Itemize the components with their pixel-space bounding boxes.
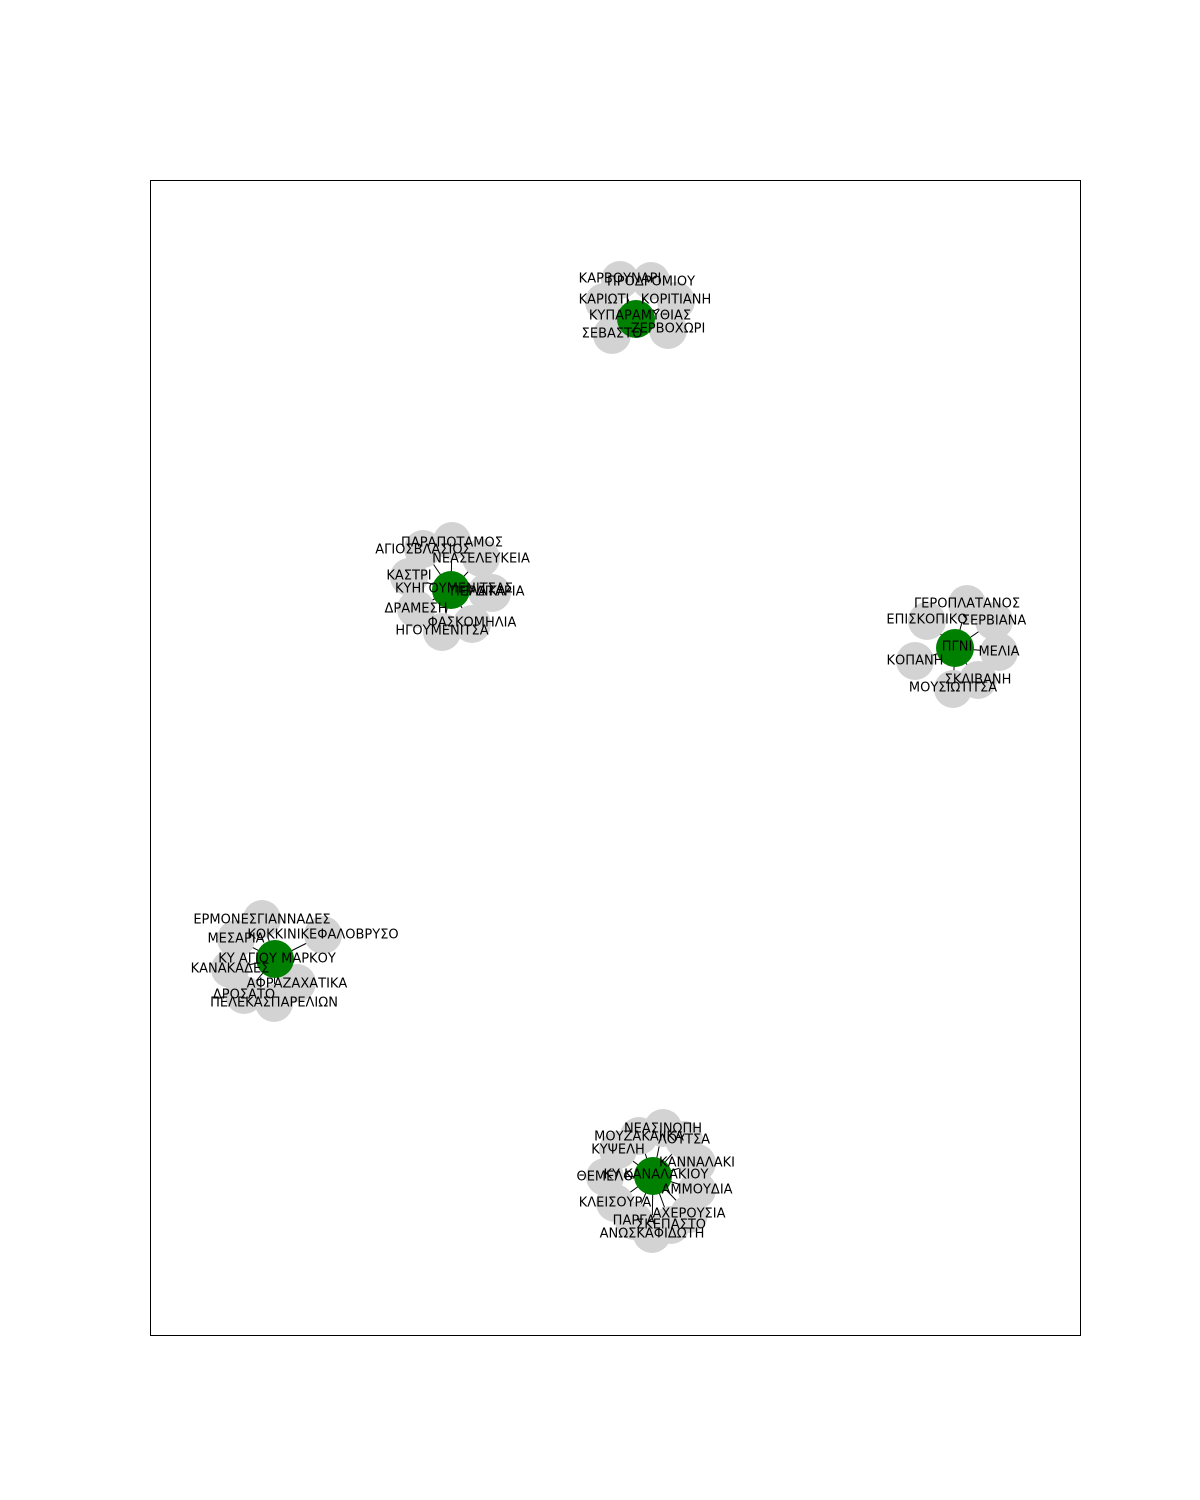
leaf-label-προδρομιου: ΠΡΟΔΡΟΜΙΟΥ <box>607 275 695 290</box>
leaf-label-θεμελο: ΘΕΜΕΛΟ <box>576 1170 633 1185</box>
leaf-label-κυψελη: ΚΥΨΕΛΗ <box>591 1143 645 1158</box>
leaf-label-αμμουδια: ΑΜΜΟΥΔΙΑ <box>661 1183 732 1198</box>
leaf-node-επισκοπικο <box>908 602 946 640</box>
leaf-label-παργα: ΠΑΡΓΑ <box>613 1214 656 1229</box>
hub-node-κυπαραμυθιας <box>617 300 655 338</box>
leaf-node-αγιοσβλασιος <box>404 530 442 568</box>
leaf-label-κοκκινικεφαλοβρυσο: ΚΟΚΚΙΝΙΚΕΦΑΛΟΒΡΥΣΟ <box>247 928 398 943</box>
leaf-node-σερβιανα <box>975 602 1013 640</box>
leaf-label-μουσιωτιτσα: ΜΟΥΣΙΩΤΙΤΣΑ <box>909 681 997 696</box>
leaf-node-ζερβοχωρι <box>649 311 687 349</box>
leaf-label-αχερουσια: ΑΧΕΡΟΥΣΙΑ <box>653 1207 726 1222</box>
leaf-label-γεροπλατανος: ΓΕΡΟΠΛΑΤΑΝΟΣ <box>914 597 1020 612</box>
leaf-label-επισκοπικο: ΕΠΙΣΚΟΠΙΚΟ <box>886 613 967 628</box>
leaf-label-κλεισουρα: ΚΛΕΙΣΟΥΡΑ <box>579 1196 652 1211</box>
leaf-label-κανναλακι: ΚΑΝΝΑΛΑΚΙ <box>659 1156 735 1171</box>
leaf-label-ζερβοχωρι: ΖΕΡΒΟΧΩΡΙ <box>631 322 706 337</box>
leaf-label-μεσαρια: ΜΕΣΑΡΙΑ <box>207 932 264 947</box>
leaf-label-κοπανη: ΚΟΠΑΝΗ <box>887 654 944 669</box>
nodes-layer <box>211 261 1018 1253</box>
hub-label-κυηγουμενιτσας: ΚΥΗΓΟΥΜΕΝΙΤΣΑΣ <box>395 582 513 597</box>
leaf-node-ανωσκαφιδωτη <box>633 1215 671 1253</box>
leaf-label-δραμεση: ΔΡΑΜΕΣΗ <box>384 602 447 617</box>
edges-layer <box>229 279 1000 1235</box>
leaf-label-πλαταρια: ΠΛΑΤΑΡΙΑ <box>460 585 525 600</box>
leaf-label-ερμονεσγιανναδες: ΕΡΜΟΝΕΣΓΙΑΝΝΑΔΕΣ <box>193 913 330 928</box>
leaf-node-δροσατο <box>225 976 263 1014</box>
leaf-label-δροσατο: ΔΡΟΣΑΤΟ <box>213 988 275 1003</box>
leaf-label-νεασελευκεια: ΝΕΑΣΕΛΕΥΚΕΙΑ <box>432 552 530 567</box>
leaf-node-ερμονεσγιανναδες <box>243 900 281 938</box>
leaf-label-πελεκασπαρελιων: ΠΕΛΕΚΑΣΠΑΡΕΛΙΩΝ <box>210 996 338 1011</box>
leaf-label-περδικα: ΠΕΡΔΙΚΑ <box>450 585 506 600</box>
hub-node-πγνι <box>936 629 974 667</box>
leaf-node-μεσαρια <box>217 920 255 958</box>
leaf-label-φασκομηλια: ΦΑΣΚΟΜΗΛΙΑ <box>428 616 517 631</box>
leaf-node-κοριτιανη <box>657 282 695 320</box>
leaf-label-νεασινωπη: ΝΕΑΣΙΝΩΠΗ <box>624 1122 702 1137</box>
leaf-label-ανωσκαφιδωτη: ΑΝΩΣΚΑΦΙΔΩΤΗ <box>600 1227 705 1242</box>
hub-label-πγνι: ΠΓΝΙ <box>942 640 973 655</box>
leaf-node-δραμεση <box>397 590 435 628</box>
leaf-label-κοριτιανη: ΚΟΡΙΤΙΑΝΗ <box>641 293 712 308</box>
leaf-node-κανναλακι <box>678 1144 716 1182</box>
leaf-node-πλαταρια <box>473 574 511 612</box>
leaf-node-μελια <box>980 633 1018 671</box>
leaf-label-καριωτι: ΚΑΡΙΩΤΙ <box>579 293 630 308</box>
leaf-label-λουτσα: ΛΟΥΤΣΑ <box>658 1133 710 1148</box>
leaf-label-σκλιβανη: ΣΚΛΙΒΑΝΗ <box>945 673 1012 688</box>
leaf-node-κοπανη <box>896 642 934 680</box>
leaf-label-αφραζαχατικα: ΑΦΡΑΖΑΧΑΤΙΚΑ <box>247 977 348 992</box>
leaf-node-φασκομηλια <box>453 605 491 643</box>
leaf-label-κανακαδες: ΚΑΝΑΚΑΔΕΣ <box>191 962 270 977</box>
hub-label-κυ-καναλακιου: ΚΥ ΚΑΝΑΛΑΚΙΟΥ <box>604 1168 709 1183</box>
leaf-node-γεροπλατανος <box>948 585 986 623</box>
leaf-label-σεβαστο: ΣΕΒΑΣΤΟ <box>582 327 643 342</box>
leaf-label-σκεπαστο: ΣΚΕΠΑΣΤΟ <box>636 1218 706 1233</box>
leaf-label-παραποταμος: ΠΑΡΑΠΟΤΑΜΟΣ <box>401 536 503 551</box>
leaf-node-ηγουμενιτσα <box>423 613 461 651</box>
leaf-node-πελεκασπαρελιων <box>255 984 293 1022</box>
hub-node-κυ-αγιου-μαρκου <box>256 940 294 978</box>
hub-node-κυ-καναλακιου <box>634 1157 672 1195</box>
leaf-label-ηγουμενιτσα: ΗΓΟΥΜΕΝΙΤΣΑ <box>395 624 488 639</box>
leaf-node-μουσιωτιτσα <box>934 670 972 708</box>
plot-frame <box>150 180 1081 1336</box>
leaf-node-κοκκινικεφαλοβρυσο <box>304 916 342 954</box>
leaf-label-καρβουναρι: ΚΑΡΒΟΥΝΑΡΙ <box>579 272 662 287</box>
leaf-node-παραποταμος <box>433 522 471 560</box>
hub-node-κυηγουμενιτσας <box>432 571 470 609</box>
leaf-node-νεασελευκεια <box>462 539 500 577</box>
leaf-label-μουζακαιικα: ΜΟΥΖΑΚΑΙΙΚΑ <box>594 1130 684 1145</box>
leaf-node-καριωτι <box>585 283 623 321</box>
leaf-label-καστρι: ΚΑΣΤΡΙ <box>386 569 431 584</box>
leaf-label-αγιοσβλασιος: ΑΓΙΟΣΒΛΑΣΙΟΣ <box>375 543 471 558</box>
hub-label-κυ-αγιου-μαρκου: ΚΥ ΑΓΙΟΥ ΜΑΡΚΟΥ <box>218 952 336 967</box>
leaf-node-καστρι <box>390 558 428 596</box>
leaf-label-σερβιανα: ΣΕΡΒΙΑΝΑ <box>962 614 1027 629</box>
hub-label-κυπαραμυθιας: ΚΥΠΑΡΑΜΥΘΙΑΣ <box>589 309 691 324</box>
leaf-label-μελια: ΜΕΛΙΑ <box>978 645 1019 660</box>
